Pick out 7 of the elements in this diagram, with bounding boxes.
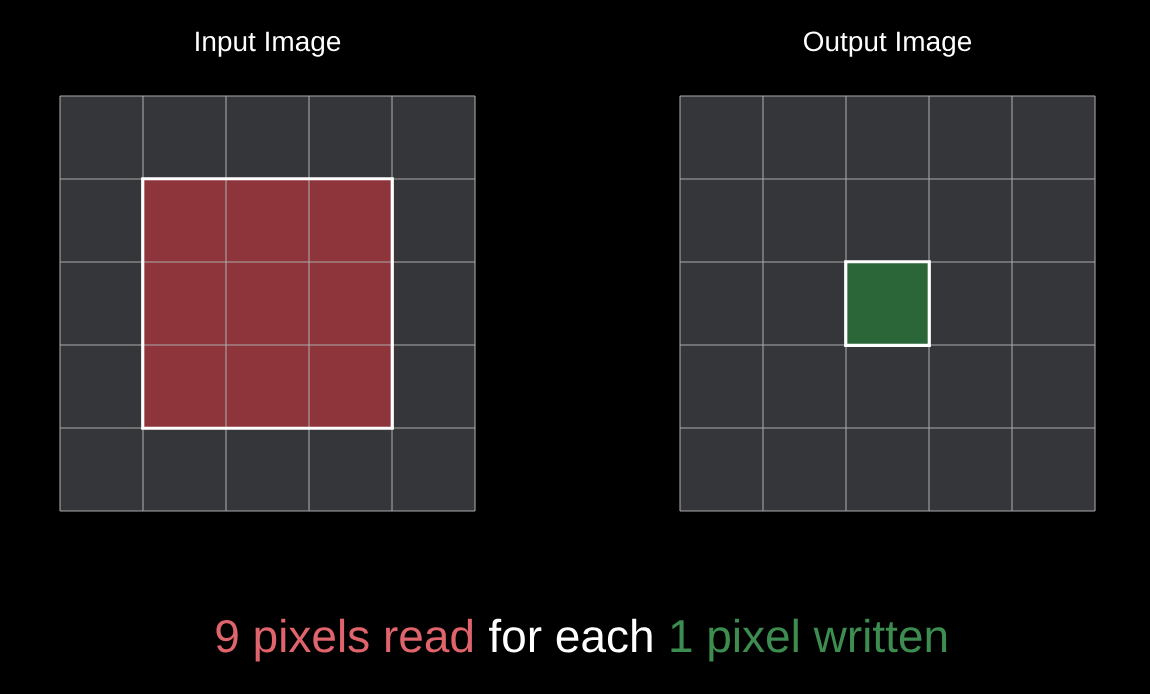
grid-title: Output Image (804, 31, 972, 57)
highlight-box (141, 177, 394, 430)
caption-text: 1 pixel written (671, 618, 947, 662)
caption-text: 9 pixels read (216, 618, 473, 662)
grid-title: Input Image (196, 31, 341, 57)
highlight-box (844, 260, 931, 347)
caption-text: for each (489, 618, 652, 653)
